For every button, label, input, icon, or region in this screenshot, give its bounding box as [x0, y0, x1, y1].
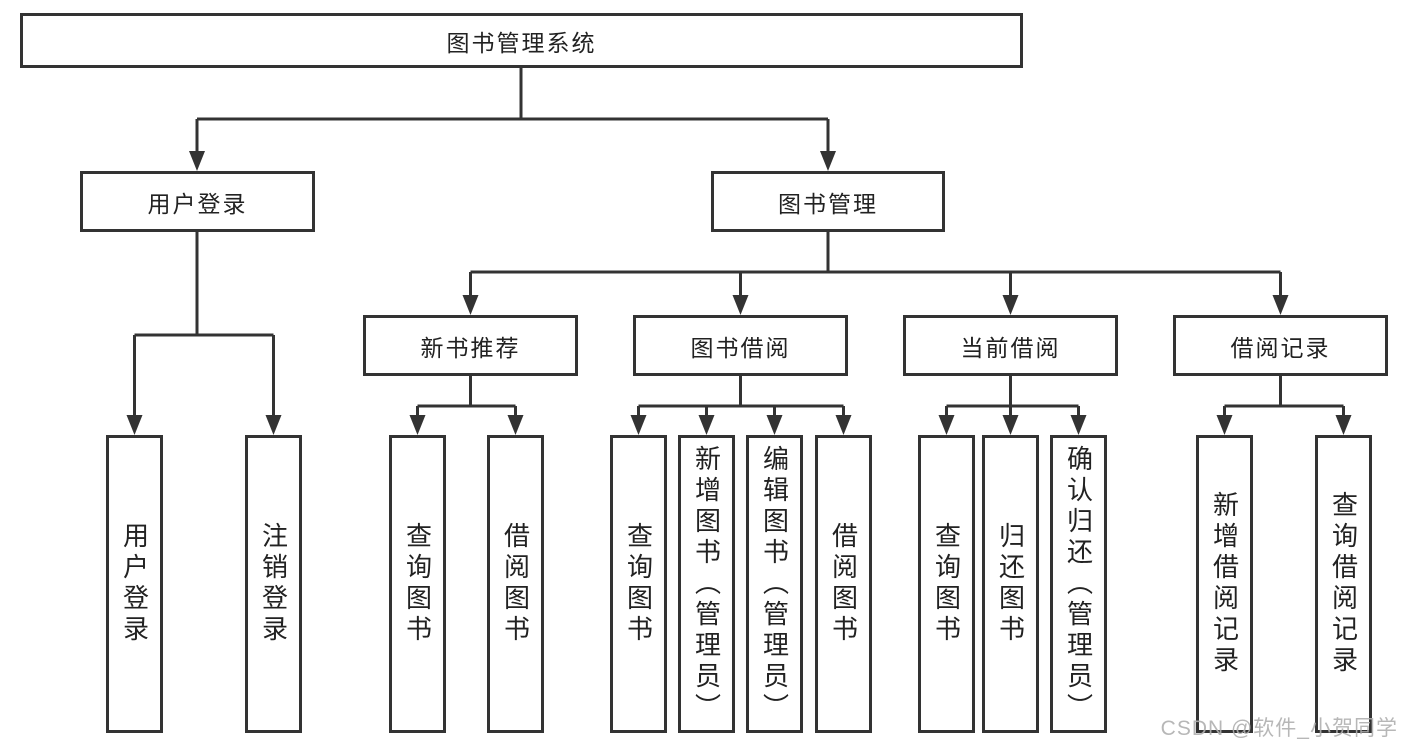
leaf-borrow-books-recommend: 借阅图书 — [487, 435, 544, 733]
node-label: 图书借阅 — [690, 334, 791, 361]
leaf-query-borrow-record: 查询借阅记录 — [1315, 435, 1372, 733]
node-label: 新增借阅记录 — [1209, 491, 1240, 677]
node-borrowing-records: 借阅记录 — [1173, 315, 1388, 376]
leaf-borrow-books: 借阅图书 — [815, 435, 872, 733]
leaf-query-books-borrowing: 查询图书 — [610, 435, 667, 733]
leaf-user-login: 用户登录 — [106, 435, 163, 733]
csdn-watermark: CSDN @软件_小贺同学 — [1160, 717, 1398, 740]
node-label: 当前借阅 — [960, 334, 1061, 361]
node-new-book-recommend: 新书推荐 — [363, 315, 578, 376]
leaf-query-books-current: 查询图书 — [918, 435, 975, 733]
node-label: 查询图书 — [931, 522, 962, 646]
leaf-logout: 注销登录 — [245, 435, 302, 733]
node-label: 查询图书 — [402, 522, 433, 646]
node-label: 借阅图书 — [500, 522, 531, 646]
node-book-borrowing: 图书借阅 — [633, 315, 848, 376]
arrowheads — [126, 151, 1352, 435]
node-label: 图书管理系统 — [446, 29, 597, 56]
node-label: 新书推荐 — [420, 334, 521, 361]
leaf-add-borrow-record: 新增借阅记录 — [1196, 435, 1253, 733]
leaf-add-book-admin: 新增图书（管理员） — [678, 435, 735, 733]
node-label: 查询图书 — [623, 522, 654, 646]
leaf-edit-book-admin: 编辑图书（管理员） — [746, 435, 803, 733]
node-label: 确认归还（管理员） — [1063, 444, 1094, 724]
node-book-management: 图书管理 — [711, 171, 945, 232]
node-label: 用户登录 — [147, 190, 248, 217]
node-root-system: 图书管理系统 — [20, 13, 1023, 68]
leaf-query-books-recommend: 查询图书 — [389, 435, 446, 733]
node-current-borrowing: 当前借阅 — [903, 315, 1118, 376]
node-label: 图书管理 — [778, 190, 878, 217]
node-user-login: 用户登录 — [80, 171, 315, 232]
leaf-confirm-return-admin: 确认归还（管理员） — [1050, 435, 1107, 733]
node-label: 新增图书（管理员） — [691, 444, 722, 724]
node-label: 注销登录 — [258, 522, 289, 646]
node-label: 编辑图书（管理员） — [759, 444, 790, 724]
node-label: 借阅记录 — [1230, 334, 1331, 361]
node-label: 用户登录 — [119, 522, 150, 646]
leaf-return-books: 归还图书 — [982, 435, 1039, 733]
node-label: 查询借阅记录 — [1328, 491, 1359, 677]
node-label: 归还图书 — [995, 522, 1026, 646]
node-label: 借阅图书 — [828, 522, 859, 646]
